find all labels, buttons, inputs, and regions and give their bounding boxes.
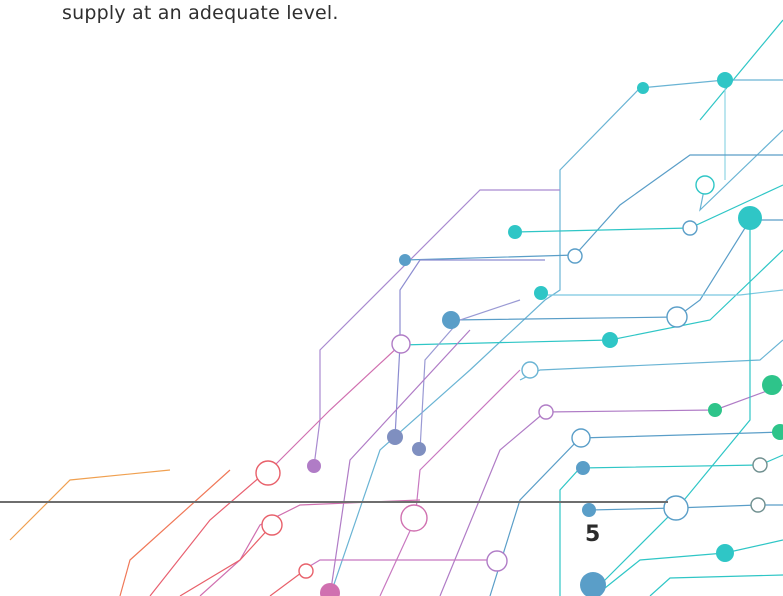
body-text-fragment: supply at an adequate level. [62, 2, 339, 24]
page-number: 5 [585, 522, 601, 547]
hollow-nodes [255, 175, 768, 579]
footer-rule [0, 501, 668, 503]
filled-nodes [307, 72, 783, 596]
